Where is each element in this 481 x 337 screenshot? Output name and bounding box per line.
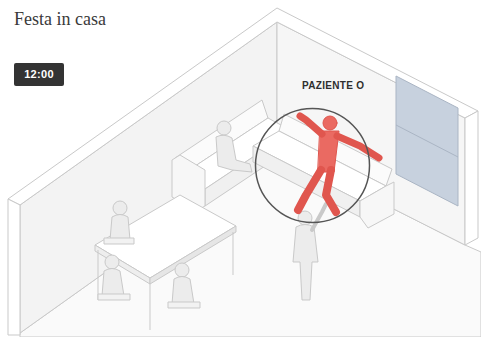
person xyxy=(293,225,318,301)
person xyxy=(102,269,124,297)
person-arm xyxy=(312,204,326,230)
table-edge xyxy=(150,226,236,284)
table-leg xyxy=(98,250,99,300)
time-label: 12:00 xyxy=(14,68,64,80)
title: Festa in casa xyxy=(14,9,106,30)
circle-outline xyxy=(256,109,370,223)
patient-figure xyxy=(300,116,322,134)
callout-label: PAZIENTE O xyxy=(302,80,417,91)
table xyxy=(95,195,236,278)
sofa-arm xyxy=(360,182,394,228)
wall-end xyxy=(8,199,20,335)
chair xyxy=(98,294,130,300)
highlight-circle: PAZIENTE O xyxy=(255,80,370,223)
right-wall xyxy=(277,22,465,245)
person xyxy=(113,201,127,215)
wall-end xyxy=(465,111,478,245)
patient-figure xyxy=(323,116,337,130)
window-frame xyxy=(396,125,458,157)
circle-outline xyxy=(255,80,370,223)
patient-figure xyxy=(298,170,321,210)
person xyxy=(105,255,119,269)
table-leg xyxy=(150,284,151,330)
table-leg xyxy=(233,232,234,275)
patient-figure xyxy=(326,170,336,212)
person xyxy=(216,135,252,172)
time-badge: 12:00 xyxy=(14,63,64,86)
person xyxy=(172,277,194,305)
sofa-front xyxy=(253,146,360,217)
person xyxy=(175,263,189,277)
chair xyxy=(168,302,200,308)
window xyxy=(396,76,458,206)
person xyxy=(217,121,231,135)
wall-top xyxy=(8,8,478,205)
chair xyxy=(104,238,134,244)
person xyxy=(110,215,130,241)
patient-figure xyxy=(337,136,379,158)
